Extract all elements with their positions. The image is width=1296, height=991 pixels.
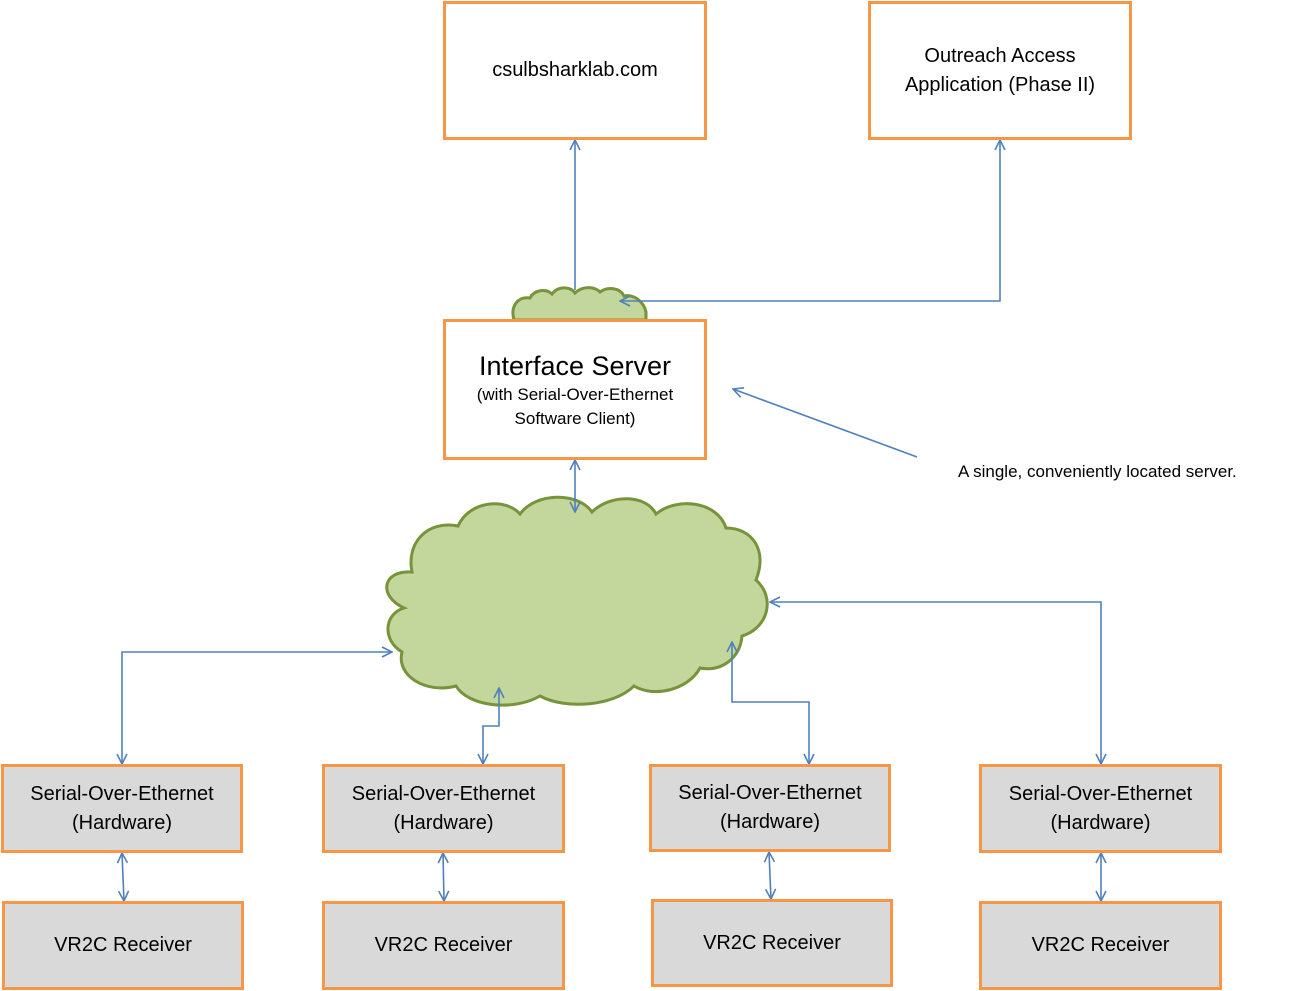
server-subtitle-line2: Software Client) bbox=[514, 408, 636, 428]
receiver-box-2: VR2C Receiver bbox=[322, 901, 565, 990]
hardware-label-line2: (Hardware) bbox=[71, 811, 173, 834]
connector-hw-3-to-receiver bbox=[769, 852, 771, 899]
small-cloud-icon bbox=[511, 286, 648, 322]
hardware-label-line2: (Hardware) bbox=[1050, 811, 1151, 834]
annotation-text: A single, conveniently located server. bbox=[958, 462, 1237, 481]
receiver-label: VR2C Receiver bbox=[374, 934, 513, 956]
annotation-arrow bbox=[733, 389, 918, 458]
outreach-label-line2: Application (Phase II) bbox=[904, 73, 1096, 96]
connector-cloud-to-node-1 bbox=[122, 652, 392, 764]
hardware-box-4: Serial-Over-Ethernet (Hardware) bbox=[979, 764, 1222, 853]
website-box: csulbsharklab.com bbox=[443, 1, 707, 140]
receiver-box-3: VR2C Receiver bbox=[651, 899, 893, 987]
receiver-label: VR2C Receiver bbox=[703, 931, 841, 954]
server-subtitle-line1: (with Serial-Over-Ethernet bbox=[476, 384, 674, 404]
receiver-box-4: VR2C Receiver bbox=[979, 901, 1222, 990]
hardware-box-3: Serial-Over-Ethernet (Hardware) bbox=[649, 764, 891, 852]
connector-cloud-to-node-4 bbox=[770, 602, 1101, 764]
receiver-label: VR2C Receiver bbox=[1031, 934, 1170, 956]
outreach-app-box: Outreach Access Application (Phase II) bbox=[868, 1, 1132, 140]
server-title: Interface Server bbox=[478, 350, 672, 381]
connector-server-to-outreach bbox=[620, 140, 1000, 301]
connector-hw-1-to-receiver bbox=[122, 853, 124, 901]
hardware-label-line1: Serial-Over-Ethernet bbox=[1008, 782, 1193, 805]
website-label: csulbsharklab.com bbox=[492, 59, 658, 81]
receiver-label: VR2C Receiver bbox=[54, 934, 192, 956]
network-cloud-icon bbox=[385, 495, 769, 707]
hardware-label-line1: Serial-Over-Ethernet bbox=[351, 782, 536, 805]
hardware-label-line2: (Hardware) bbox=[393, 811, 494, 834]
interface-server-box: Interface Server (with Serial-Over-Ether… bbox=[443, 319, 707, 460]
hardware-box-2: Serial-Over-Ethernet (Hardware) bbox=[322, 764, 565, 853]
outreach-label-line1: Outreach Access bbox=[924, 44, 1076, 67]
hardware-label-line1: Serial-Over-Ethernet bbox=[30, 782, 214, 805]
hardware-label-line1: Serial-Over-Ethernet bbox=[678, 782, 862, 804]
connector-cloud-to-node-2 bbox=[483, 688, 499, 764]
hardware-box-1: Serial-Over-Ethernet (Hardware) bbox=[1, 764, 243, 853]
connector-hw-2-to-receiver bbox=[443, 853, 444, 901]
hardware-label-line2: (Hardware) bbox=[719, 811, 821, 833]
connector-cloud-to-node-3 bbox=[732, 642, 809, 764]
receiver-box-1: VR2C Receiver bbox=[2, 901, 244, 990]
